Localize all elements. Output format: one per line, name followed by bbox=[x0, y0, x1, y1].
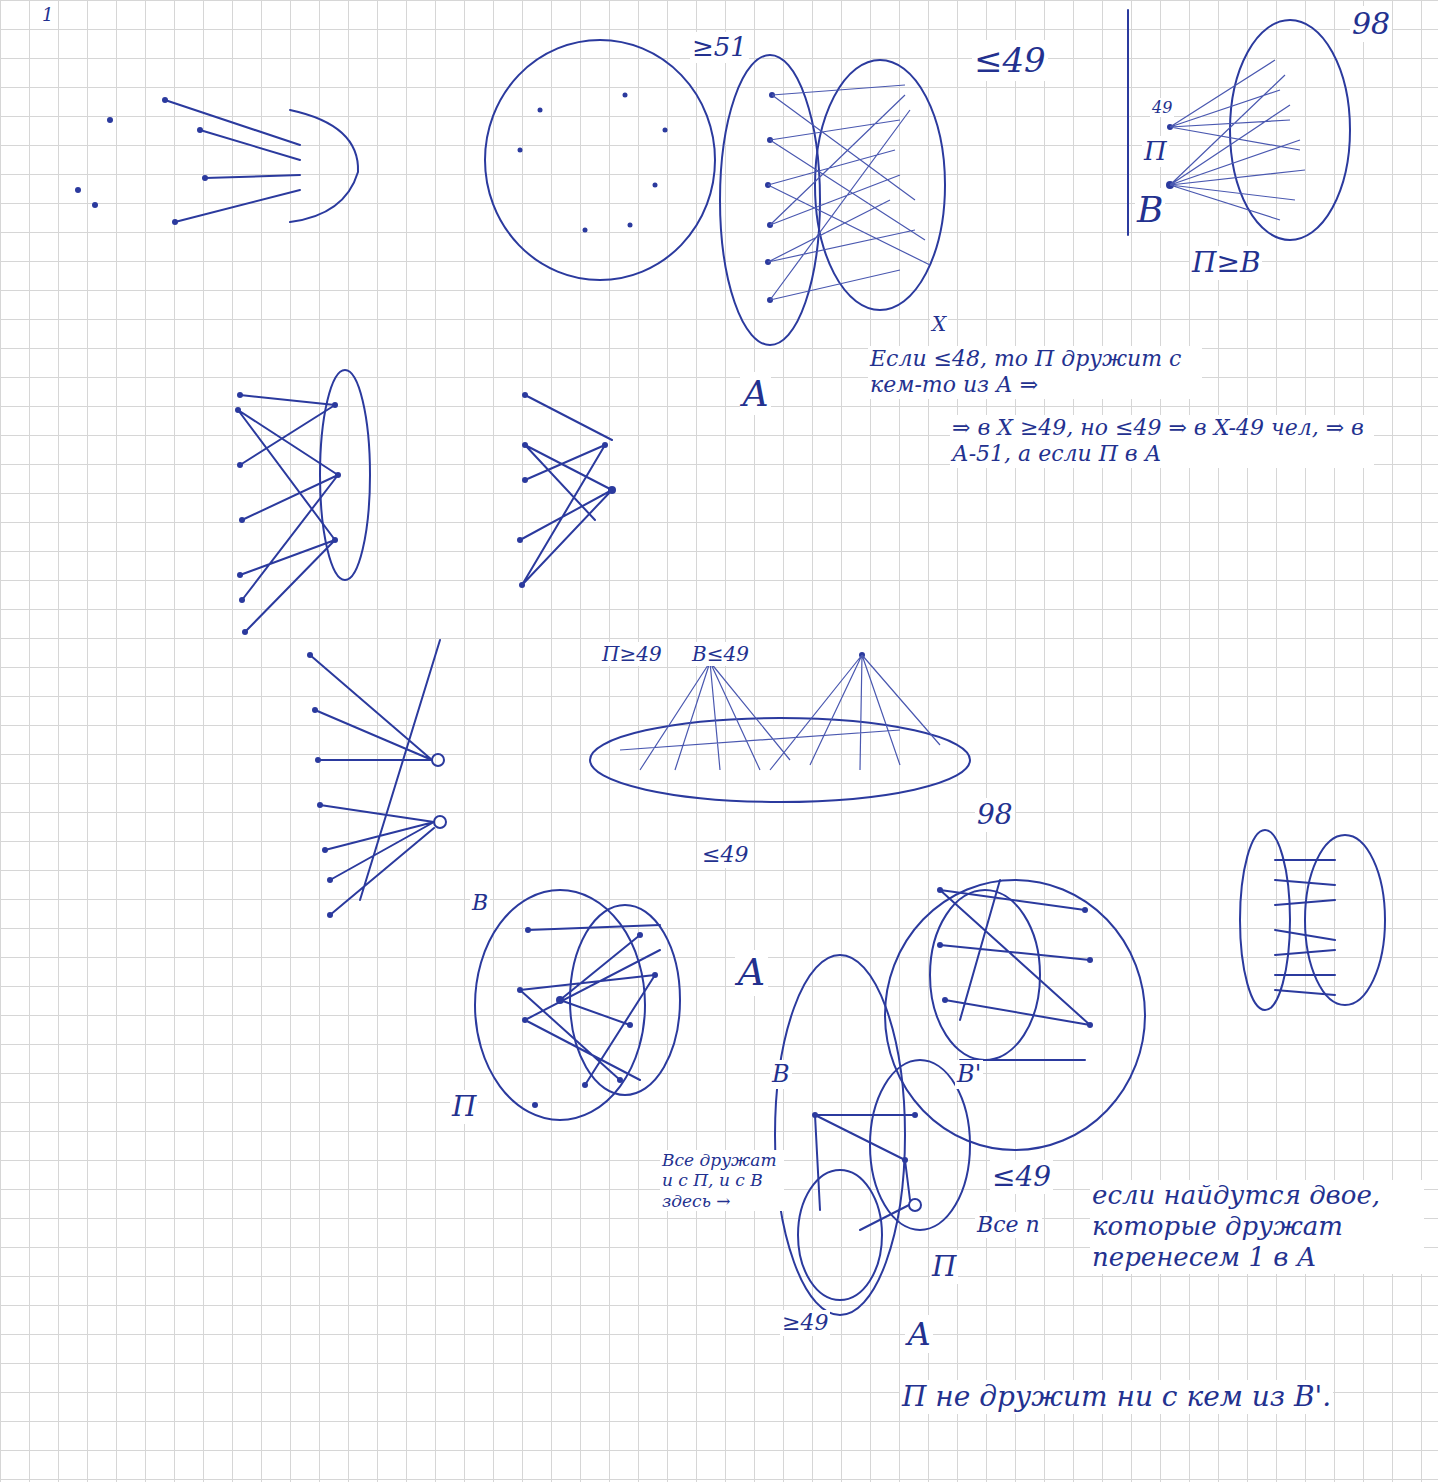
graph-sketch bbox=[775, 955, 970, 1315]
handwritten-note: П≥49 bbox=[600, 642, 664, 666]
graph-sketch bbox=[75, 97, 358, 225]
handwritten-note: ⇒ в X ≥49, но ≤49 ⇒ в X-49 чел, ⇒ в А-51… bbox=[950, 415, 1374, 468]
graph-sketch bbox=[590, 652, 970, 802]
handwritten-note: А bbox=[905, 1315, 933, 1353]
graph-sketch bbox=[307, 640, 446, 918]
graph-sketch bbox=[885, 880, 1145, 1150]
handwritten-note: В≤49 bbox=[690, 642, 751, 666]
graph-sketch bbox=[235, 370, 370, 635]
handwritten-note: ≤49 bbox=[972, 40, 1048, 81]
handwritten-note: В' bbox=[955, 1060, 983, 1089]
handwritten-note: А bbox=[735, 950, 768, 996]
handwritten-note: 49 bbox=[1150, 98, 1174, 117]
handwritten-note: В bbox=[470, 890, 490, 916]
handwritten-note: Все п bbox=[975, 1212, 1042, 1238]
handwritten-note: ≤49 bbox=[700, 842, 750, 868]
handwritten-note: А bbox=[740, 372, 771, 415]
graph-sketch bbox=[720, 55, 945, 345]
handwritten-note: 1 bbox=[40, 4, 55, 26]
handwritten-note: Если ≤48, то П дружит с кем-то из А ⇒ bbox=[868, 346, 1202, 399]
handwritten-note: П bbox=[930, 1250, 958, 1284]
handwritten-note: ≤49 bbox=[990, 1160, 1053, 1194]
graph-sketch bbox=[1128, 10, 1350, 240]
handwritten-note: ≥51 bbox=[690, 32, 749, 63]
handwritten-note: П bbox=[450, 1090, 478, 1124]
handwritten-note: 98 bbox=[1350, 6, 1392, 42]
handwritten-note: П≥В bbox=[1190, 246, 1262, 280]
handwritten-note: В bbox=[1135, 188, 1165, 231]
handwritten-note: П не дружит ни с кем из В'. bbox=[900, 1380, 1333, 1414]
handwritten-note: В bbox=[770, 1060, 792, 1089]
handwritten-note: П bbox=[1142, 136, 1169, 167]
handwritten-note: Все дружат и с П, и с В здесь → bbox=[660, 1150, 784, 1211]
graph-sketch bbox=[475, 890, 680, 1120]
handwritten-note: 98 bbox=[975, 798, 1015, 832]
handwritten-note: X bbox=[930, 312, 948, 336]
graph-sketch bbox=[485, 40, 715, 280]
graph-sketch bbox=[1240, 830, 1385, 1010]
handwritten-note: ≥49 bbox=[780, 1310, 830, 1336]
graph-sketch bbox=[517, 392, 616, 588]
handwritten-note: если найдутся двое, которые дружат перен… bbox=[1090, 1180, 1424, 1274]
